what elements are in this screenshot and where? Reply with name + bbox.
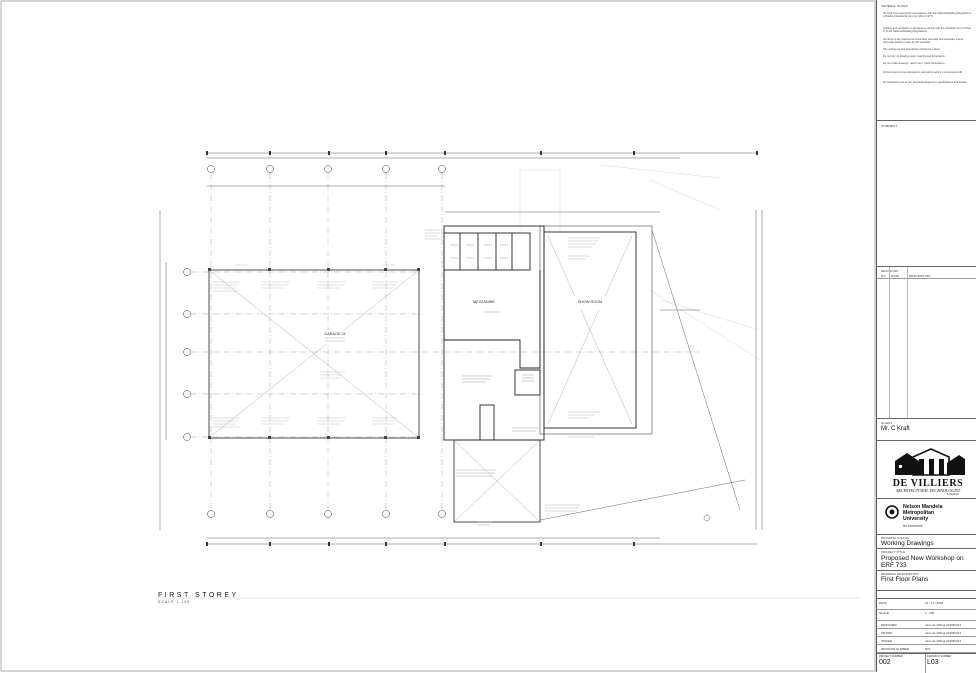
storey-title: FIRST STOREY xyxy=(158,592,239,599)
date-label: DATE xyxy=(879,601,887,605)
drawing-status: Working Drawings xyxy=(881,540,934,547)
date-value: 01 / 11 / 2018 xyxy=(925,601,944,605)
project-title-box: PROJECT TITLE Proposed New Workshop on E… xyxy=(877,548,976,571)
project-number: 002 xyxy=(879,659,891,666)
drawing-number-heading: DRAWING NUMBER xyxy=(927,655,952,658)
note-2: Lighting and ventilation to all areas to… xyxy=(883,27,972,34)
university-line-1: Nelson Mandela xyxy=(903,504,943,510)
drawing-number: L03 xyxy=(927,659,939,666)
divider xyxy=(877,652,976,653)
firm-logo-box: DE VILLIERS ARCHITECTURAL TECHNOLOGIST &… xyxy=(877,440,976,499)
client-heading: CLIENT xyxy=(881,421,893,425)
meta-value: Jean de Villiers 216052413 xyxy=(925,639,962,643)
project-title-heading: PROJECT TITLE xyxy=(881,550,906,554)
project-title: Proposed New Workshop on ERF 733 xyxy=(881,555,964,569)
note-3: All circuit to be protected and plumbed … xyxy=(883,38,964,45)
meta-value: Jean de Villiers 216052413 xyxy=(925,623,962,627)
university-line-3: University xyxy=(903,516,929,522)
firm-subtitle: ARCHITECTURAL TECHNOLOGIST xyxy=(895,488,961,493)
general-notes-heading: GENERAL NOTES xyxy=(881,4,908,8)
university-line-2: Metropolitan xyxy=(903,510,935,516)
meta-row-drawn: DRAWN Jean de Villiers 216052413 xyxy=(877,628,976,637)
date-scale-box: DATE 01 / 11 / 2018 SCALE 1 : 100 xyxy=(877,598,976,620)
university-box: Nelson Mandela Metropolitan University f… xyxy=(877,498,976,535)
firm-tagline: & DESIGN xyxy=(947,493,959,496)
number-box: PROJECT NUMBER DRAWING NUMBER 002 L03 xyxy=(877,653,976,673)
note-7: All dimensions to be checked on site bef… xyxy=(883,71,963,74)
mezzanine-label: MEZZANINE xyxy=(473,300,495,304)
note-5: Do not rely on drawing scale, read figur… xyxy=(883,55,946,58)
scale-note: SCALE 1:100 xyxy=(158,600,191,604)
scale-label: SCALE xyxy=(879,611,889,615)
client-name: Mr. C Kraft xyxy=(881,426,910,432)
show-room-label: SHOW ROOM xyxy=(578,300,603,304)
drawing-status-box: DRAWING STATUS Working Drawings xyxy=(877,534,976,549)
university-tagline: for tomorrow xyxy=(903,524,923,528)
meta-row-issued: ISSUED Jean de Villiers 216052413 xyxy=(877,636,976,645)
drawing-description-box: DRAWING DESCRIPTION First Floor Plans xyxy=(877,570,976,591)
comment-box: COMMENT xyxy=(877,120,976,267)
project-number-heading: PROJECT NUMBER xyxy=(879,655,904,658)
note-8: All steelwork to be as per Structural En… xyxy=(883,81,967,84)
meta-row-revision: REVISION NUMBER R01 xyxy=(877,644,976,653)
revision-col-description: DESCRIPTION xyxy=(909,274,931,278)
revision-col-no: NO xyxy=(881,274,886,278)
title-block: GENERAL NOTES All work to be executed in… xyxy=(876,0,976,672)
revisions-box: REVISIONS NO DATE DESCRIPTION xyxy=(877,266,976,419)
drawing-status-heading: DRAWING STATUS xyxy=(881,536,910,540)
client-box: CLIENT Mr. C Kraft xyxy=(877,418,976,441)
meta-label: DRAWN xyxy=(881,631,893,635)
spacer-box xyxy=(877,590,976,621)
drawing-description: First Floor Plans xyxy=(881,576,929,583)
meta-value: Jean de Villiers 216052413 xyxy=(925,631,962,635)
comment-heading: COMMENT xyxy=(881,124,898,128)
meta-row-designer: DESIGNER Jean de Villiers 216052413 xyxy=(877,620,976,629)
note-1: All work to be executed in accordance wi… xyxy=(883,12,971,19)
drawing-description-heading: DRAWING DESCRIPTION xyxy=(881,572,919,576)
note-4: Site setting out and boundaries strictly… xyxy=(883,48,941,51)
scale-value: 1 : 100 xyxy=(925,611,935,615)
meta-label: DESIGNER xyxy=(881,623,897,627)
university-emblem-icon xyxy=(885,505,899,519)
firm-logo-icon xyxy=(895,448,965,476)
firm-name: DE VILLIERS xyxy=(892,478,964,489)
note-6: Do not scale drawings; rather use / chec… xyxy=(883,62,946,65)
meta-label: REVISION NUMBER xyxy=(881,647,910,651)
meta-value: R01 xyxy=(925,647,931,651)
meta-label: ISSUED xyxy=(881,639,893,643)
floor-plan: GARAGE 01 xyxy=(0,0,876,672)
garage-label: GARAGE 01 xyxy=(324,332,346,336)
revision-col-date: DATE xyxy=(891,274,900,278)
